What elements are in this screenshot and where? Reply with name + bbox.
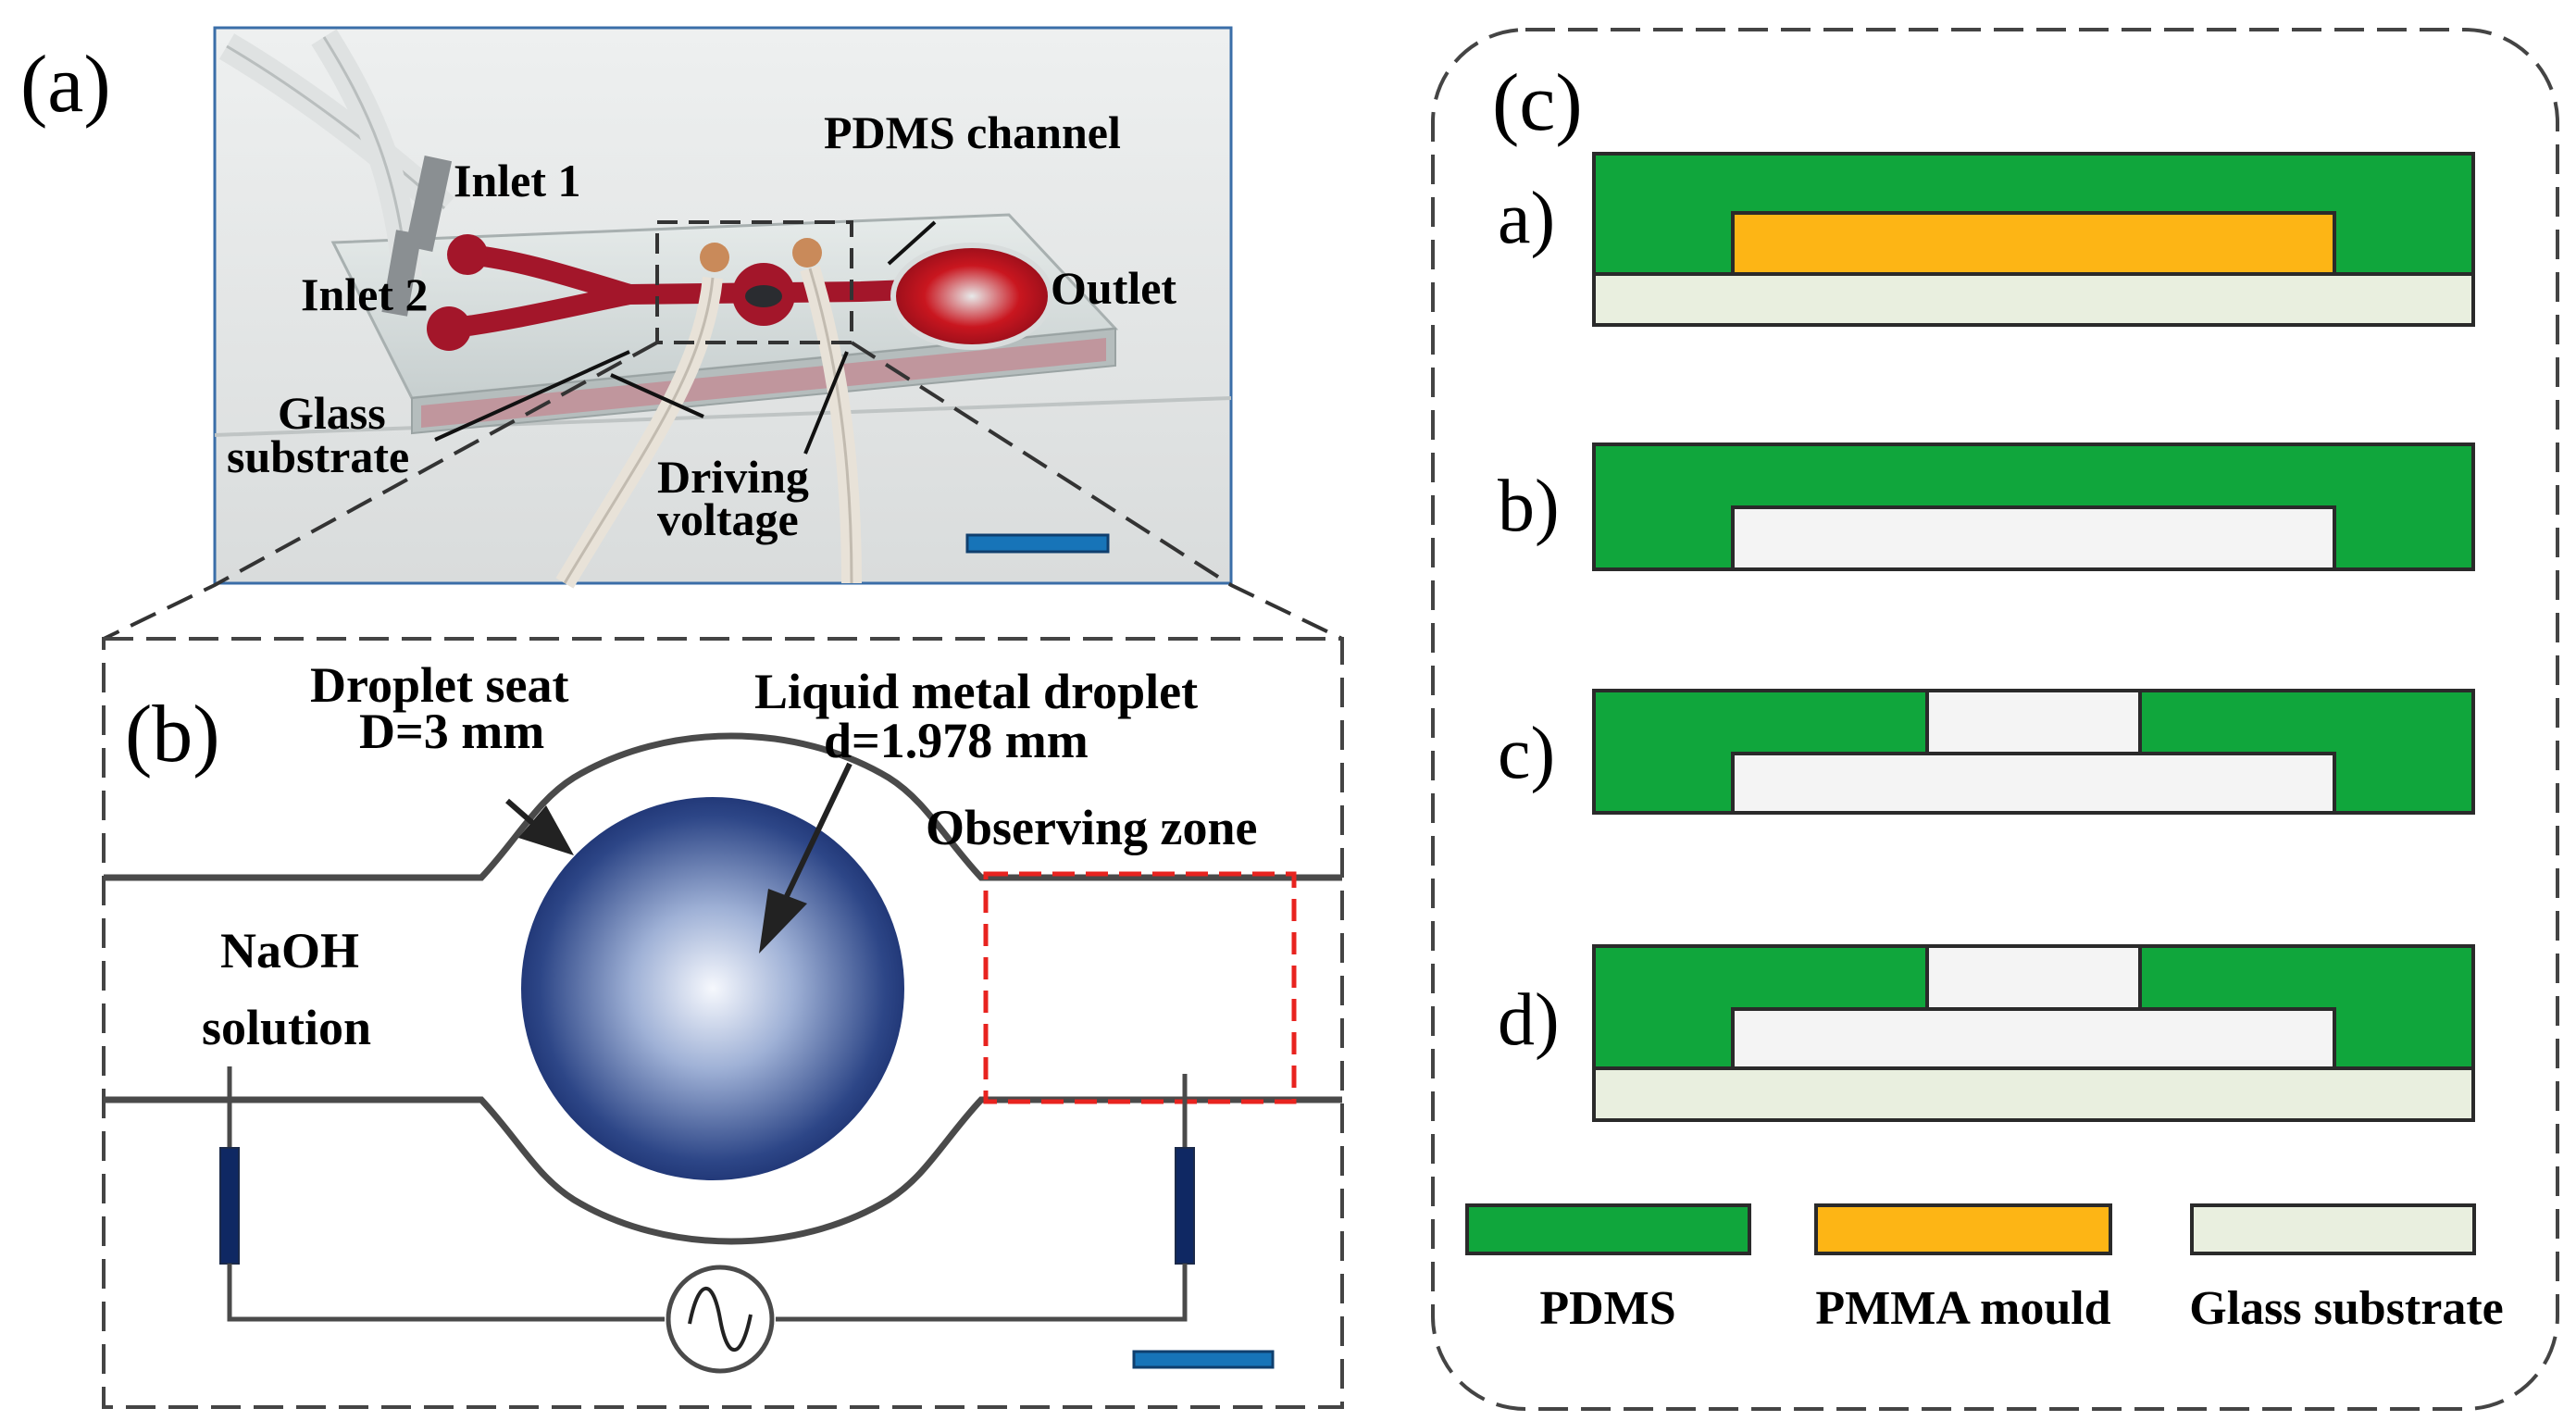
- panel-a-label: (a): [20, 40, 111, 130]
- step-c: c): [1498, 689, 2475, 815]
- channel-wall-top: [104, 732, 1342, 881]
- step-a: a): [1498, 152, 2475, 327]
- label-inlet-1: Inlet 1: [454, 155, 581, 206]
- panel-b: (b) Droplet seat D=3 mm Liquid metal dro…: [102, 637, 1344, 1409]
- label-seat-diameter: D=3 mm: [359, 704, 544, 759]
- label-observing-zone: Observing zone: [926, 800, 1258, 855]
- label-naoh: NaOH: [220, 923, 359, 978]
- panel-c-frame: [1431, 28, 2559, 1411]
- label-driving: Driving: [657, 451, 809, 503]
- legend-swatch-pmma: [1814, 1203, 2112, 1255]
- glass-substrate-d: [1592, 1066, 2475, 1122]
- glass-substrate-a: [1592, 272, 2475, 327]
- legend: PDMS PMMA mould Glass substrate: [1465, 1203, 2504, 1335]
- seat-void-c: [1925, 689, 2142, 755]
- panel-b-frame: [102, 637, 1344, 1409]
- panel-a: (a): [20, 26, 1343, 641]
- label-glass: Glass: [278, 387, 386, 439]
- channel-void-b: [1731, 505, 2336, 571]
- label-pdms-channel: PDMS channel: [824, 106, 1121, 158]
- outlet-reservoir: [890, 243, 1053, 350]
- label-outlet: Outlet: [1051, 262, 1176, 314]
- pmma-mould: [1731, 211, 2336, 276]
- label-liquid-metal-droplet: Liquid metal droplet: [754, 664, 1198, 719]
- label-voltage: voltage: [657, 493, 799, 545]
- legend-swatch-pdms: [1465, 1203, 1751, 1255]
- scale-bar-b: [1132, 1350, 1275, 1369]
- label-droplet-seat: Droplet seat: [310, 657, 568, 713]
- panel-c: (c) a) b) c) d): [1431, 28, 2559, 1411]
- circuit-wire: [227, 1264, 1188, 1322]
- step-d-label: d): [1498, 979, 1560, 1061]
- scale-bar-a: [965, 533, 1110, 554]
- arrow-seat: [518, 805, 574, 855]
- zoom-projection-left: [103, 341, 658, 641]
- step-a-label: a): [1498, 178, 1555, 259]
- observing-zone-box: [983, 871, 1297, 1104]
- label-substrate: substrate: [227, 430, 409, 482]
- panel-c-label: (c): [1492, 58, 1583, 148]
- legend-label-glass: Glass substrate: [2189, 1282, 2503, 1335]
- legend-label-pmma: PMMA mould: [1815, 1282, 2110, 1335]
- panel-b-label: (b): [125, 690, 220, 779]
- zoom-projection-right: [850, 341, 1343, 641]
- legend-label-pdms: PDMS: [1539, 1282, 1675, 1335]
- label-solution: solution: [202, 1000, 371, 1055]
- label-inlet-2: Inlet 2: [301, 268, 429, 320]
- zoom-box: [655, 220, 853, 344]
- step-b-label: b): [1498, 466, 1560, 547]
- arrow-droplet: [759, 889, 807, 954]
- legend-swatch-glass: [2190, 1203, 2476, 1255]
- step-d: d): [1498, 944, 2475, 1122]
- electrode-right: [1175, 1147, 1195, 1265]
- liquid-metal-droplet: [521, 797, 904, 1180]
- step-c-label: c): [1498, 713, 1555, 794]
- step-b: b): [1498, 443, 2475, 571]
- label-droplet-diameter: d=1.978 mm: [824, 713, 1089, 768]
- channel-wall-bottom: [104, 1096, 1342, 1245]
